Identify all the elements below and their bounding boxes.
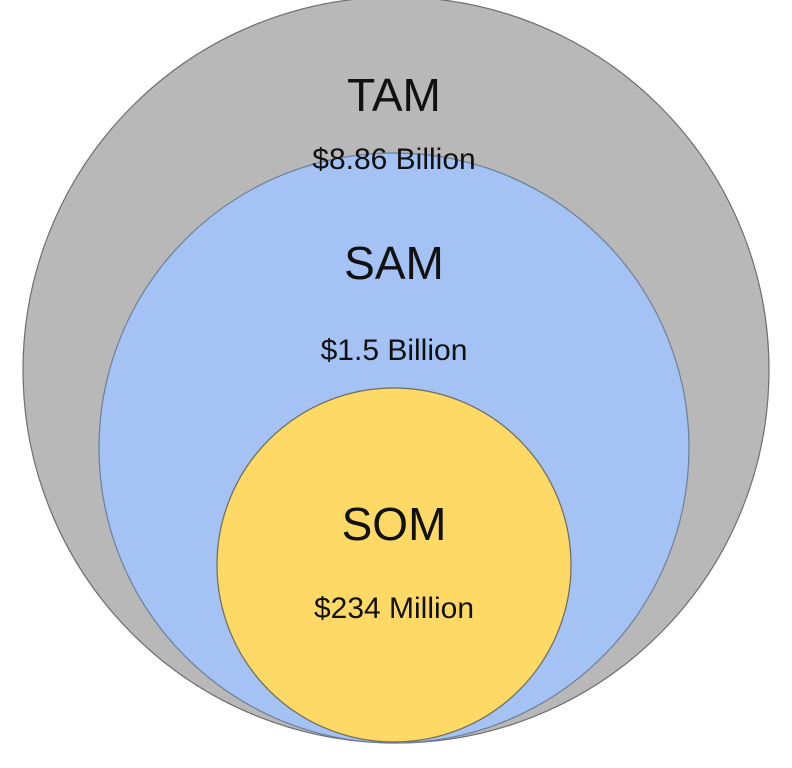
- som-title: SOM: [342, 498, 447, 550]
- som-circle: [216, 387, 572, 743]
- tam-value: $8.86 Billion: [312, 143, 475, 176]
- sam-value: $1.5 Billion: [321, 334, 468, 367]
- som-value: $234 Million: [314, 592, 474, 625]
- tam-title: TAM: [347, 69, 441, 121]
- sam-title: SAM: [344, 237, 444, 289]
